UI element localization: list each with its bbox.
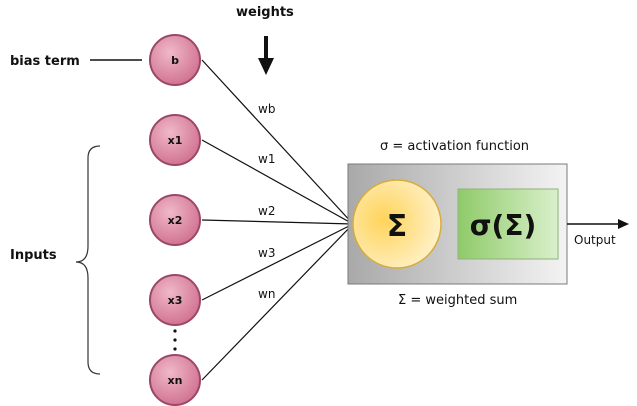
weights-label: weights — [236, 5, 294, 20]
node-label-xn: xn — [168, 374, 183, 387]
ellipsis-dots — [173, 329, 177, 351]
sum-symbol: Σ — [387, 209, 408, 244]
edge-x1 — [201, 139, 354, 225]
output-arrow-head — [618, 219, 629, 229]
edge-x2 — [201, 219, 354, 225]
node-label-x1: x1 — [168, 134, 183, 147]
node-x1: x1 — [149, 114, 201, 166]
node-xn: xn — [149, 354, 201, 406]
weight-label-x2: w2 — [258, 204, 275, 218]
node-label-x3: x3 — [168, 294, 183, 307]
bias-term-label: bias term — [10, 54, 80, 69]
node-label-b: b — [171, 54, 179, 67]
weight-label-b: wb — [258, 102, 275, 116]
node-x3: x3 — [149, 274, 201, 326]
activation-node: σ(Σ) — [457, 188, 559, 260]
weights-arrow-head — [258, 58, 274, 75]
node-label-x2: x2 — [168, 214, 183, 227]
activation-symbol: σ(Σ) — [470, 209, 537, 242]
output-label: Output — [574, 233, 616, 247]
node-b: b — [149, 34, 201, 86]
inputs-brace — [75, 145, 101, 375]
weight-label-xn: wn — [258, 287, 275, 301]
edge-x3 — [201, 223, 354, 301]
edge-xn — [201, 223, 354, 381]
weight-label-x3: w3 — [258, 246, 275, 260]
edge-b — [201, 59, 354, 225]
summation-node: Σ — [352, 179, 442, 269]
weight-label-x1: w1 — [258, 152, 275, 166]
activation-note: σ = activation function — [380, 139, 529, 154]
sum-note: Σ = weighted sum — [398, 293, 517, 308]
node-x2: x2 — [149, 194, 201, 246]
inputs-label: Inputs — [10, 248, 57, 263]
